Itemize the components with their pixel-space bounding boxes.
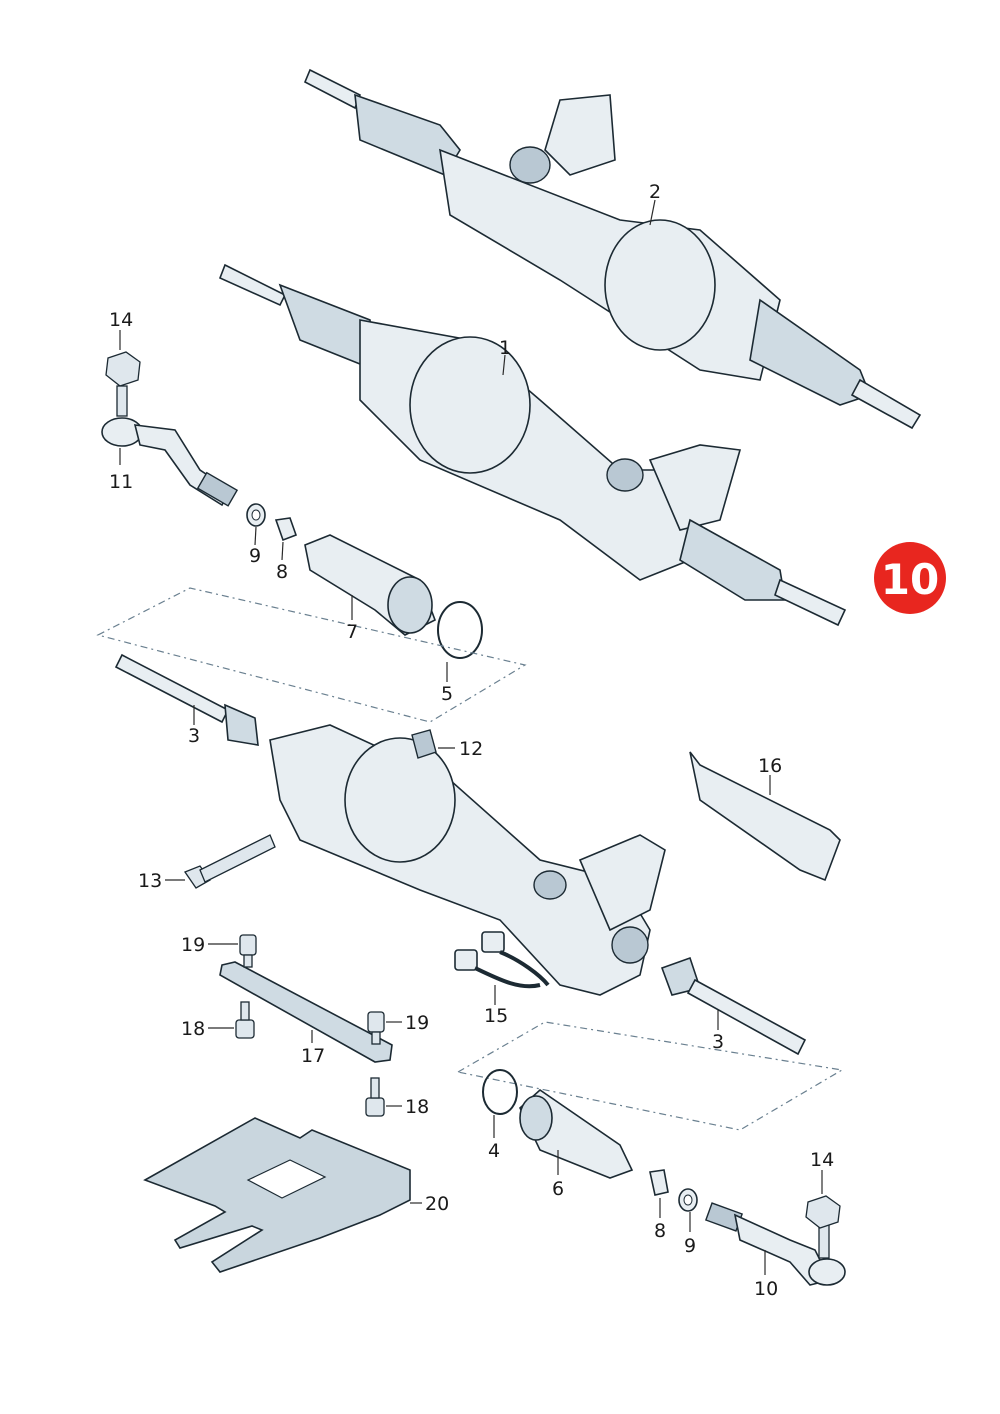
callout-7: 7	[346, 621, 358, 643]
steering-rack-center	[269, 724, 666, 996]
steering-rack-2	[303, 68, 922, 430]
callout-19-right: 19	[405, 1012, 429, 1034]
bolt-19-right	[367, 1011, 385, 1045]
callout-17: 17	[301, 1045, 325, 1067]
callout-10: 10	[754, 1278, 778, 1300]
bolt-18-left	[235, 1001, 255, 1039]
inner-tie-rod-3-upper	[114, 653, 259, 746]
callout-9-lower: 9	[684, 1235, 696, 1257]
nut-12	[411, 729, 437, 759]
callout-3-upper: 3	[188, 725, 200, 747]
cable-15	[454, 931, 550, 989]
callout-15: 15	[484, 1005, 508, 1027]
callout-11: 11	[109, 471, 133, 493]
leader-lines	[119, 199, 823, 1275]
bracket-17	[219, 961, 393, 1063]
callout-12: 12	[459, 738, 483, 760]
bolt-19-left	[239, 934, 257, 968]
ring-9-lower	[678, 1188, 698, 1212]
assembly-outline-lower	[456, 1021, 844, 1131]
boot-7	[304, 534, 437, 636]
tie-rod-end-11	[101, 351, 239, 507]
callout-14-upper: 14	[109, 309, 133, 331]
callout-13: 13	[138, 870, 162, 892]
clip-8-upper	[274, 517, 298, 542]
callout-14-lower: 14	[810, 1149, 834, 1171]
badge-number: 10	[881, 555, 939, 604]
steering-rack-1	[218, 263, 847, 627]
callout-8-lower: 8	[654, 1220, 666, 1242]
callout-4: 4	[488, 1140, 500, 1162]
bolt-13	[184, 834, 276, 889]
cover-16	[689, 751, 841, 882]
callout-19-left: 19	[181, 934, 205, 956]
page-badge: 10	[874, 542, 946, 614]
tie-rod-end-10	[704, 1195, 846, 1286]
callout-6: 6	[552, 1178, 564, 1200]
bolt-18-right	[365, 1077, 385, 1117]
ring-9-upper	[246, 503, 266, 527]
callout-20: 20	[425, 1193, 449, 1215]
callout-18-right: 18	[405, 1096, 429, 1118]
callout-2: 2	[649, 181, 661, 203]
callout-18-left: 18	[181, 1018, 205, 1040]
callout-9-upper: 9	[249, 545, 261, 567]
inner-tie-rod-3-lower	[660, 956, 807, 1056]
clamp-4	[482, 1069, 518, 1115]
callout-8-upper: 8	[276, 561, 288, 583]
callout-3-lower: 3	[712, 1031, 724, 1053]
callout-5: 5	[441, 683, 453, 705]
assembly-outline-upper	[96, 587, 527, 723]
callout-labels: 2 1 14 11 9 8 7 5 3 12 16 13 19 18 19 17…	[109, 181, 834, 1300]
shield-20	[143, 1117, 411, 1273]
clamp-5	[437, 601, 483, 659]
callout-16: 16	[758, 755, 782, 777]
boot-6	[519, 1088, 634, 1179]
badge-circle	[874, 542, 946, 614]
callout-1: 1	[499, 337, 511, 359]
clip-8-lower	[649, 1169, 669, 1196]
